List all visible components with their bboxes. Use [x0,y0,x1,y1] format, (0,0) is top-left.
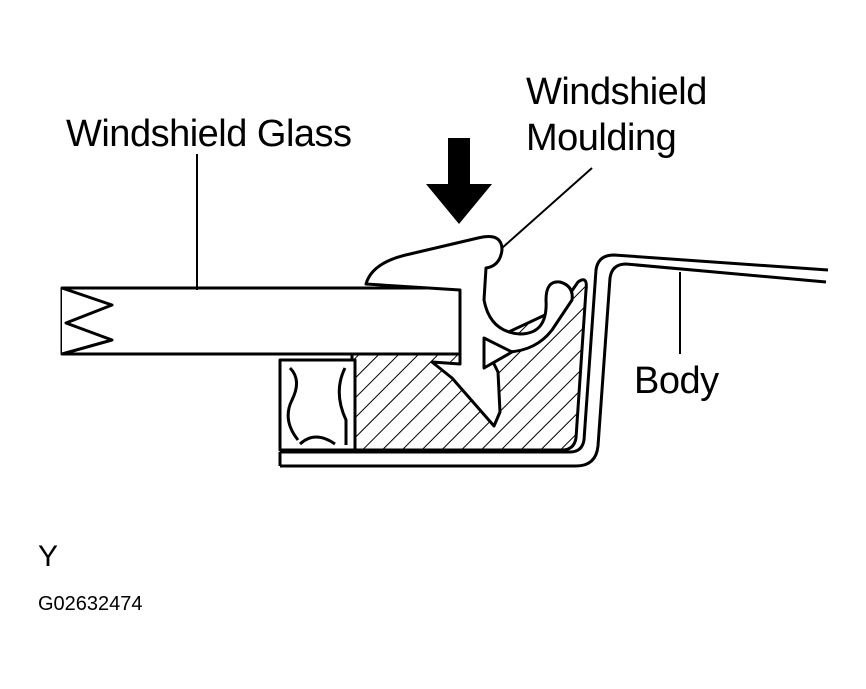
body-panel [278,253,829,468]
view-letter: Y [38,540,58,573]
windshield-glass [60,286,462,356]
glass-label: Windshield Glass [66,113,352,155]
body-label: Body [634,360,719,402]
moulding-label-line2: Moulding [526,117,677,159]
moulding-label-line1: Windshield [526,71,707,113]
figure-code: G02632474 [38,593,143,615]
glass-break-zigzag [61,286,114,356]
leader-lines [196,154,681,354]
windshield-moulding [364,235,574,428]
dam-block [278,358,357,452]
down-arrow-icon [426,138,492,224]
